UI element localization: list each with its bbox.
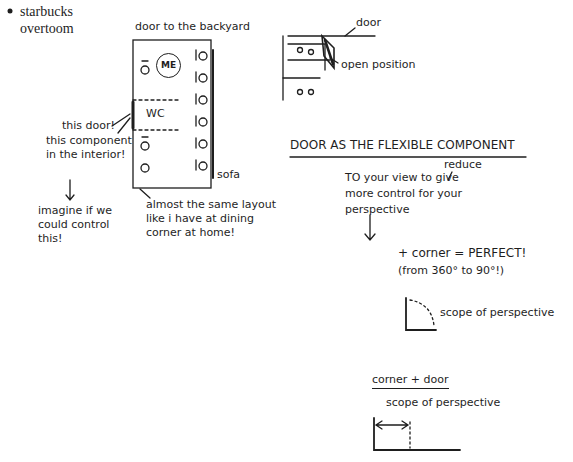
part-label: open position [341,58,416,72]
insert-note: reduce [444,158,482,172]
room-label: WC [146,107,165,121]
leader-line [118,118,130,133]
note: (from 360° to 90°!) [398,264,504,278]
note: + corner = PERFECT! [398,246,526,260]
underline [290,156,526,157]
person-circle: ME [156,53,181,78]
note: this door! [62,119,132,133]
note: almost the same layout like i have at di… [146,198,278,240]
title: starbucks overtoom [20,3,110,37]
leader-line [140,189,150,198]
plan-heading: door to the backyard [135,20,214,34]
note: scope of perspective [386,396,500,410]
bullet [8,9,13,14]
corner-symbol [374,418,460,450]
furniture-label: sofa [217,168,240,182]
note: scope of perspective [440,306,554,320]
note: this component in the interior! [46,134,132,162]
note: TO your view to give more control for yo… [345,170,477,218]
note: imagine if we could control this! [38,204,114,246]
corner-symbol [406,298,436,330]
subheading: corner + door [372,373,449,389]
scope-arrow [376,421,408,429]
part-label: door [356,16,381,30]
down-arrow [365,215,375,240]
floor-plan [133,40,213,188]
node-label: ME [161,60,176,71]
floor-plan: door to the backyardME [132,20,214,190]
down-arrow [66,180,74,200]
heading: DOOR AS THE FLEXIBLE COMPONENT [290,138,515,152]
scope-arc [410,300,434,326]
door-line [409,422,410,448]
